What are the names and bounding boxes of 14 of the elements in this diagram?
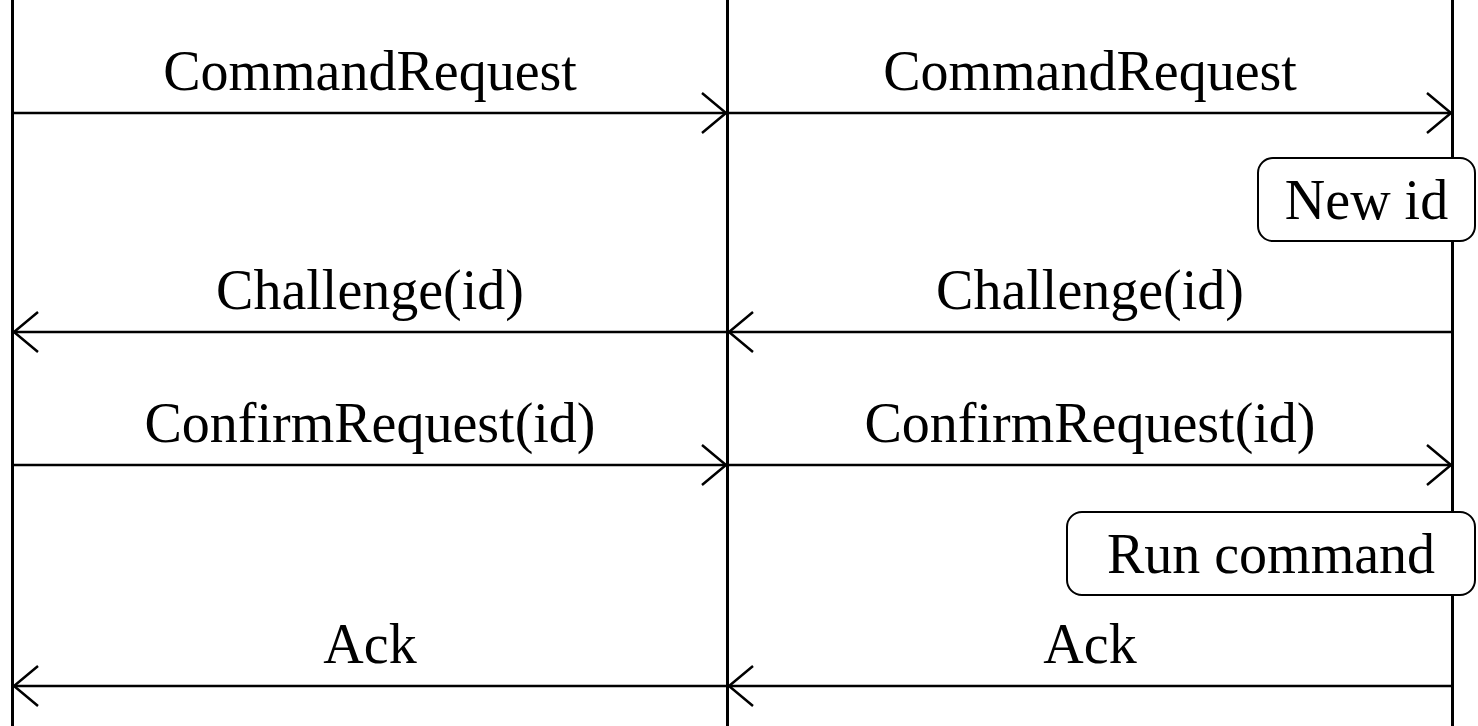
message-arrow: [14, 443, 728, 487]
note-box: [1066, 511, 1476, 596]
lifeline: [11, 0, 14, 726]
message-arrow: [729, 91, 1453, 135]
message-arrow: [12, 310, 726, 354]
message-arrow: [12, 664, 726, 708]
message-arrow: [729, 443, 1453, 487]
message-arrow: [14, 91, 728, 135]
lifeline: [726, 0, 729, 726]
message-arrow: [727, 664, 1451, 708]
note-box: [1257, 157, 1476, 242]
note-text: Run command: [1106, 525, 1436, 582]
message-arrow: [727, 310, 1451, 354]
note-text: New id: [1284, 171, 1449, 228]
